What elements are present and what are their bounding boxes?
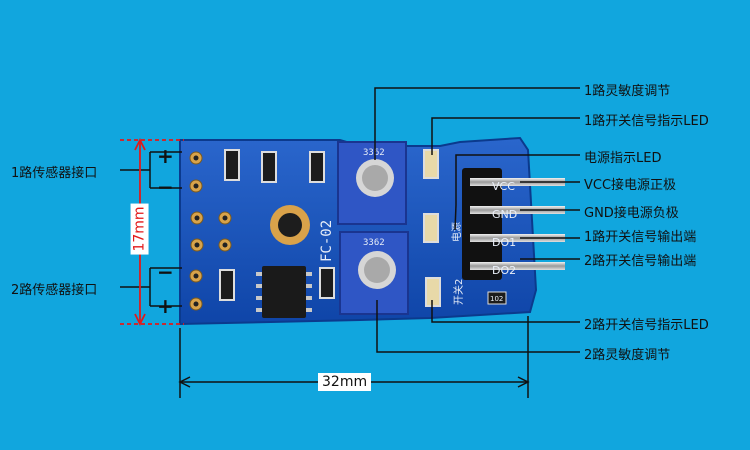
silk-do1: DO1 — [492, 236, 516, 249]
sensor2-minus: − — [157, 260, 174, 284]
silk-pot-code-1: 3362 — [363, 148, 385, 158]
sensor2-label: 2路传感器接口 — [11, 283, 98, 298]
right-label-power-led: 电源指示LED — [584, 151, 662, 166]
right-label-out-1: 1路开关信号输出端 — [584, 230, 697, 245]
ic-chip — [262, 266, 306, 318]
width-dimension-label: 32mm — [318, 373, 372, 391]
silk-model: FC-02 — [319, 220, 335, 262]
potentiometer-2 — [339, 231, 409, 315]
right-label-sensitivity-2: 2路灵敏度调节 — [584, 348, 671, 363]
right-label-led-1: 1路开关信号指示LED — [584, 114, 709, 129]
pin-do2 — [470, 262, 565, 270]
right-label-led-2: 2路开关信号指示LED — [584, 318, 709, 333]
silk-gnd: GND — [492, 208, 517, 221]
pin-do1 — [470, 234, 565, 242]
silk-vcc: VCC — [492, 180, 515, 193]
pin-header — [462, 168, 502, 280]
right-label-gnd: GND接电源负极 — [584, 206, 679, 221]
silk-res: 102 — [490, 295, 503, 303]
pin-vcc — [470, 178, 565, 186]
right-label-sensitivity-1: 1路灵敏度调节 — [584, 84, 671, 99]
left-brackets — [120, 151, 182, 307]
right-label-out-2: 2路开关信号输出端 — [584, 254, 697, 269]
silk-pot-code-2: 3362 — [363, 238, 385, 248]
sensor1-label: 1路传感器接口 — [11, 166, 98, 181]
silk-switch2: 开关2 — [452, 279, 465, 305]
silk-do2: DO2 — [492, 264, 516, 277]
sensor2-plus: + — [157, 294, 174, 318]
right-label-vcc: VCC接电源正极 — [584, 178, 677, 193]
silk-power: 电源 — [450, 222, 463, 242]
smd-parts — [219, 149, 507, 307]
height-dimension-label: 17mm — [130, 203, 149, 255]
sensor1-plus: + — [157, 144, 174, 168]
potentiometer-1 — [337, 141, 407, 225]
pin-gnd — [470, 206, 565, 214]
sensor1-minus: − — [157, 175, 174, 199]
leader-lines — [374, 87, 580, 353]
